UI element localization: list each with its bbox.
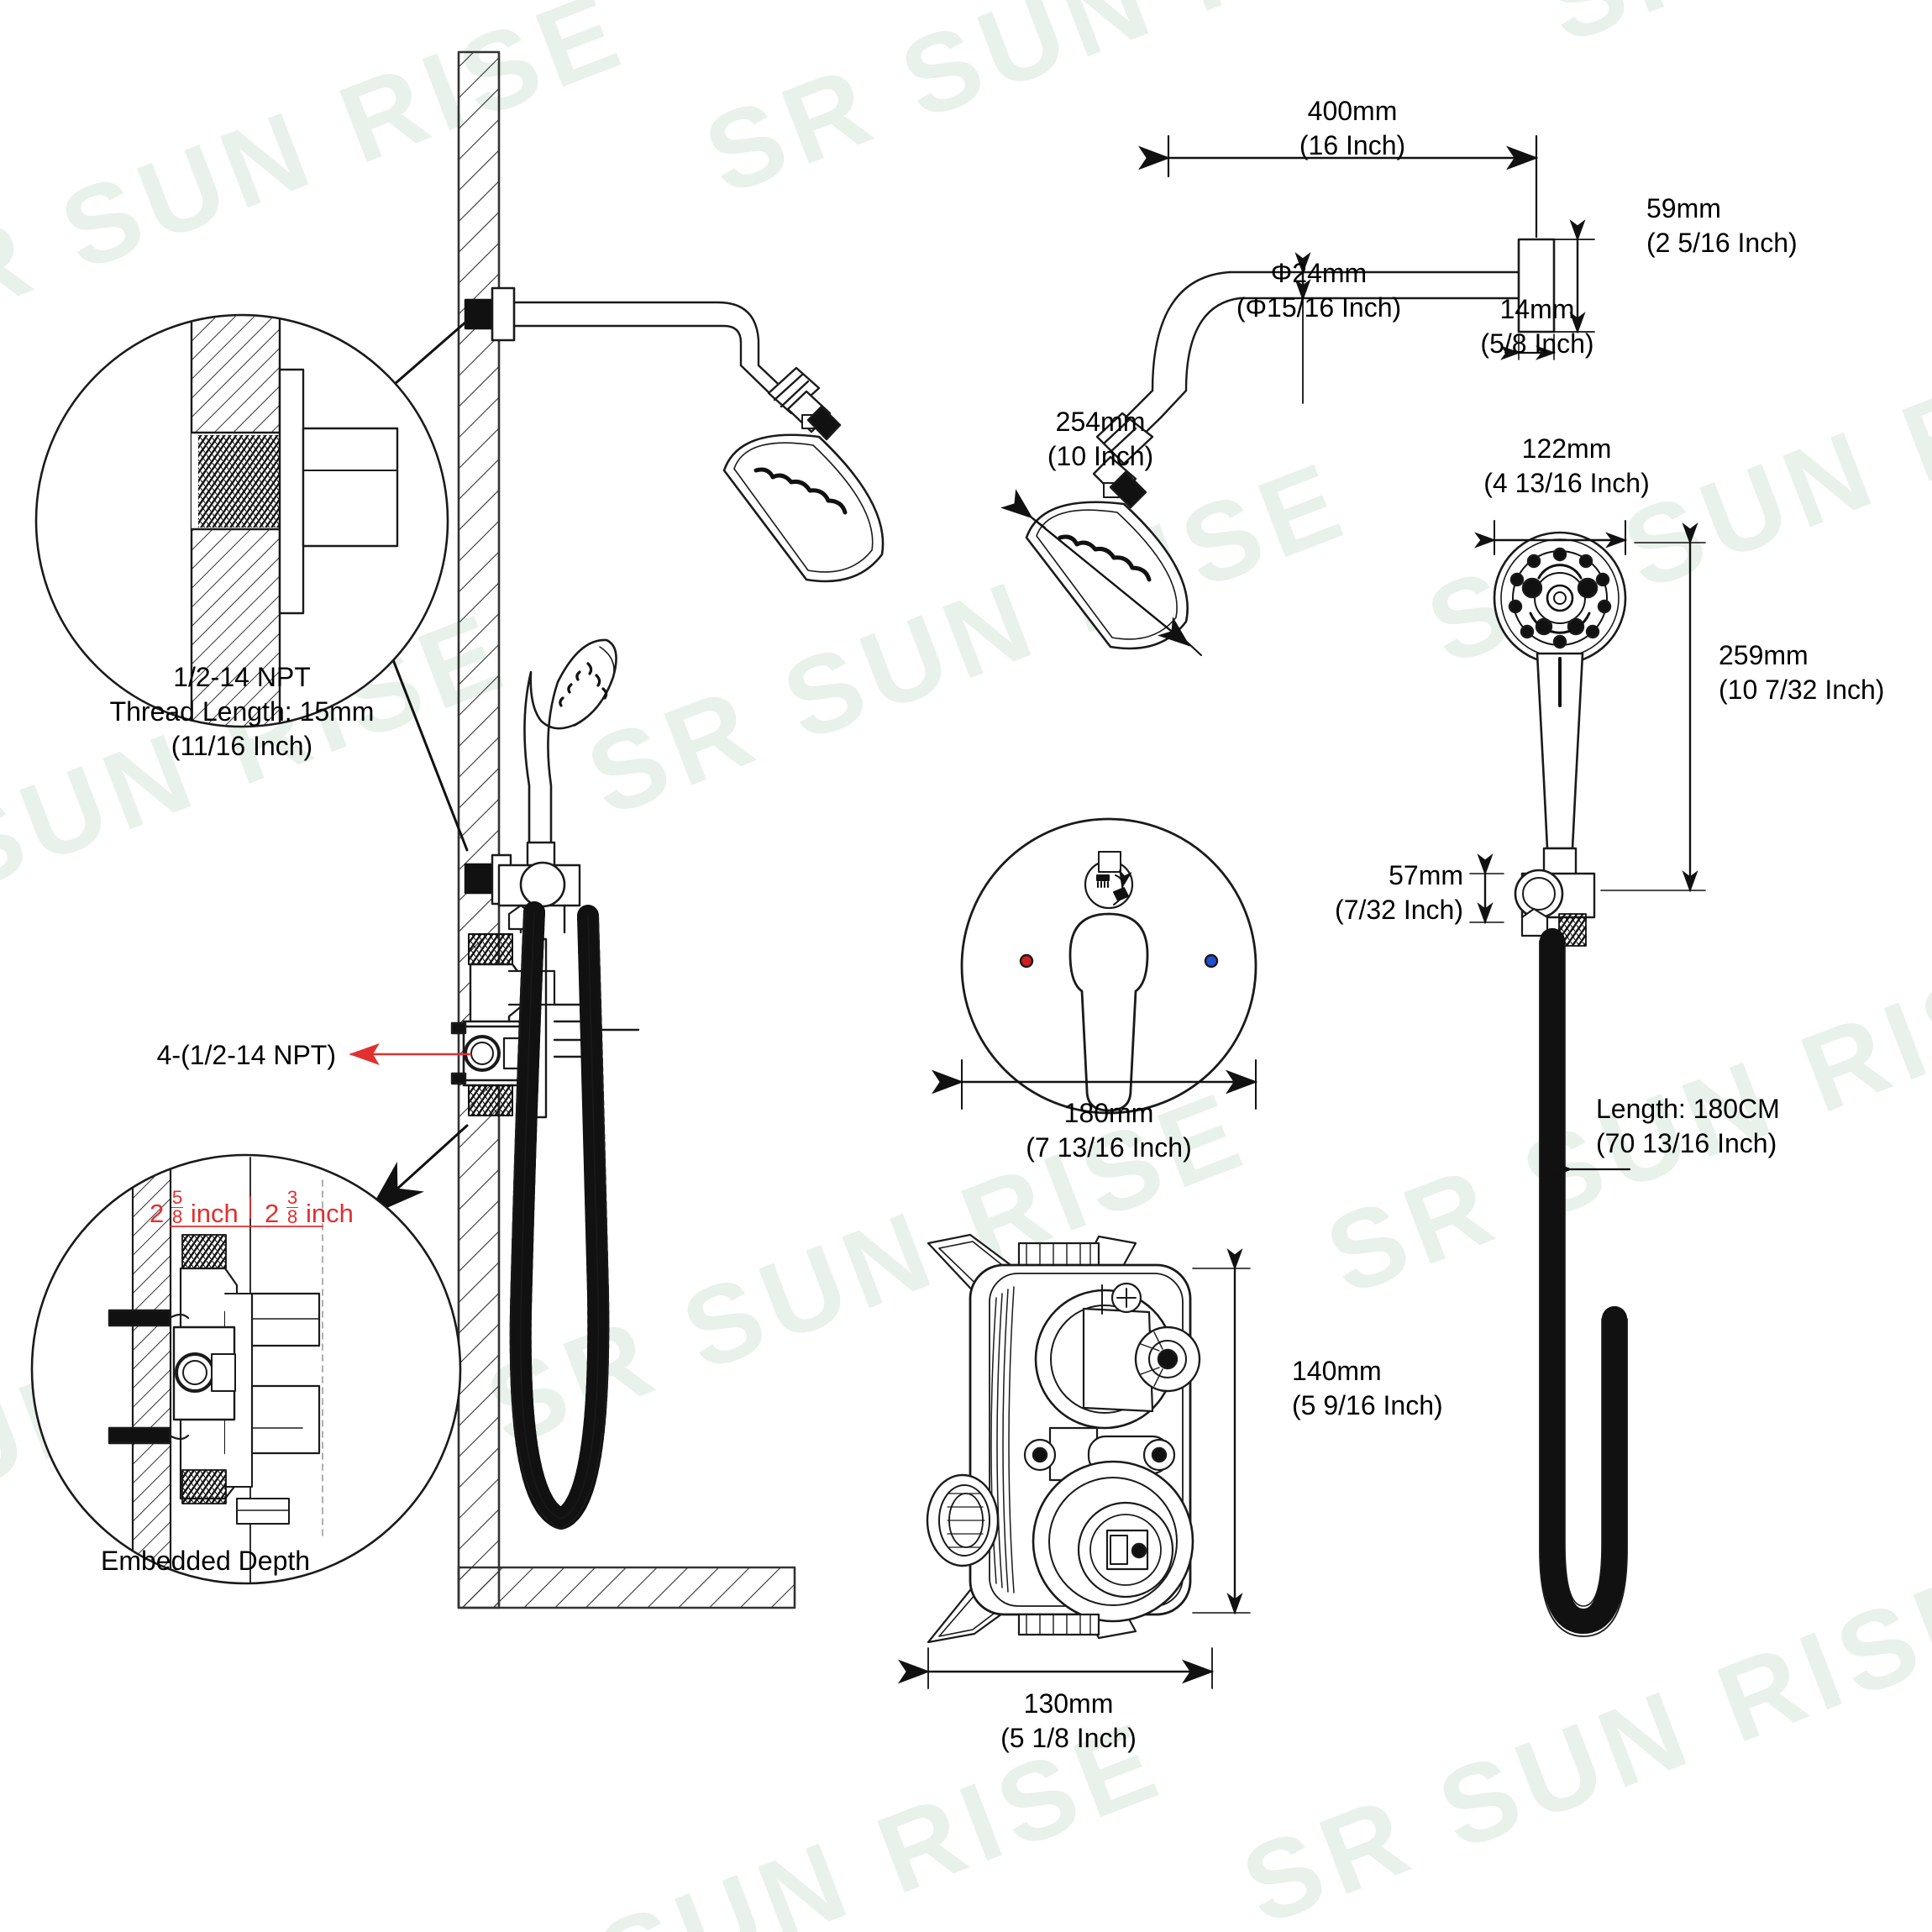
rain-head-diameter-inch: (10 Inch): [1047, 440, 1154, 471]
shower-arm-length-label: 400mm (16 Inch): [1299, 94, 1405, 163]
embedded-depth-caption: Embedded Depth: [101, 1546, 311, 1576]
holder-height-label: 57mm (7/32 Inch): [1335, 858, 1463, 927]
rain-shower-head: [722, 405, 885, 583]
valve-body-height-mm: 140mm: [1292, 1356, 1382, 1386]
valve-body-width-inch: (5 1/8 Inch): [1000, 1722, 1137, 1753]
npt-thread-spec: 1/2-14 NPT: [173, 662, 311, 692]
handheld-length-label: 259mm (10 7/32 Inch): [1719, 638, 1884, 707]
valve-ports-label: 4-(1/2-14 NPT): [156, 1040, 336, 1070]
shower-arm-dimension-view: [1000, 134, 1595, 656]
flange-thickness-label: 14mm (5/8 Inch): [1480, 292, 1593, 361]
rain-head-diameter-label: 254mm (10 Inch): [1047, 405, 1153, 474]
handheld-width-inch: (4 13/16 Inch): [1483, 467, 1650, 498]
handheld-dimension-view: [1469, 520, 1706, 1637]
hose-length-label: Length: 180CM (70 13/16 Inch): [1596, 1092, 1780, 1161]
handheld-width-mm: 122mm: [1521, 433, 1612, 464]
detail-npt-thread: [34, 313, 449, 728]
handheld-length-inch: (10 7/32 Inch): [1719, 674, 1885, 705]
trim-plate-diameter-label: 180mm (7 13/16 Inch): [1026, 1096, 1191, 1165]
rain-head-diameter-mm: 254mm: [1055, 407, 1146, 437]
shower-arm: [464, 286, 832, 433]
handheld-holder: [464, 853, 581, 934]
detail-embedded-depth: [30, 1153, 462, 1585]
npt-thread-length: Thread Length: 15mm: [109, 696, 375, 727]
handheld-length-mm: 259mm: [1719, 640, 1809, 670]
cold-indicator-dot: [1204, 953, 1219, 969]
arm-length-inch: (16 Inch): [1299, 129, 1406, 160]
flange-thickness-mm: 14mm: [1499, 294, 1575, 324]
valve-body-view: [898, 1233, 1251, 1689]
arm-diameter-label: Φ24mm (Φ15/16 Inch): [1236, 256, 1401, 325]
trim-plate-diameter-mm: 180mm: [1063, 1098, 1154, 1128]
valve-body-width-label: 130mm (5 1/8 Inch): [1000, 1687, 1137, 1756]
arm-diameter-mm: Φ24mm: [1270, 258, 1368, 288]
flange-height-mm: 59mm: [1646, 193, 1721, 223]
valve-body-height-inch: (5 9/16 Inch): [1292, 1389, 1443, 1420]
holder-height-mm: 57mm: [1389, 860, 1463, 890]
handheld-shower-assembly: [523, 638, 617, 868]
trim-plate-diameter-inch: (7 13/16 Inch): [1026, 1131, 1192, 1163]
holder-height-inch: (7/32 Inch): [1335, 894, 1463, 925]
valve-body-width-mm: 130mm: [1023, 1688, 1114, 1719]
hot-indicator-dot: [1019, 953, 1034, 969]
wall-section: [457, 50, 796, 1609]
handheld-width-label: 122mm (4 13/16 Inch): [1483, 432, 1649, 501]
flange-height-inch: (2 5/16 Inch): [1646, 227, 1798, 258]
flange-thickness-inch: (5/8 Inch): [1480, 328, 1594, 359]
trim-plate-view: [932, 817, 1258, 1115]
flange-height-label: 59mm (2 5/16 Inch): [1646, 192, 1798, 260]
hose-length-inch: (70 13/16 Inch): [1596, 1127, 1777, 1158]
mixing-valve-assembly: [450, 933, 640, 1119]
shower-hose-assembly: [509, 901, 610, 1530]
arm-diameter-inch: (Φ15/16 Inch): [1236, 291, 1402, 323]
arm-length-mm: 400mm: [1307, 96, 1398, 126]
valve-body-height-label: 140mm (5 9/16 Inch): [1292, 1354, 1443, 1423]
npt-thread-length-inch: (11/16 Inch): [171, 730, 313, 761]
npt-thread-detail-label: 1/2-14 NPT Thread Length: 15mm (11/16 In…: [110, 660, 375, 764]
hose-length-cm: Length: 180CM: [1596, 1094, 1780, 1124]
